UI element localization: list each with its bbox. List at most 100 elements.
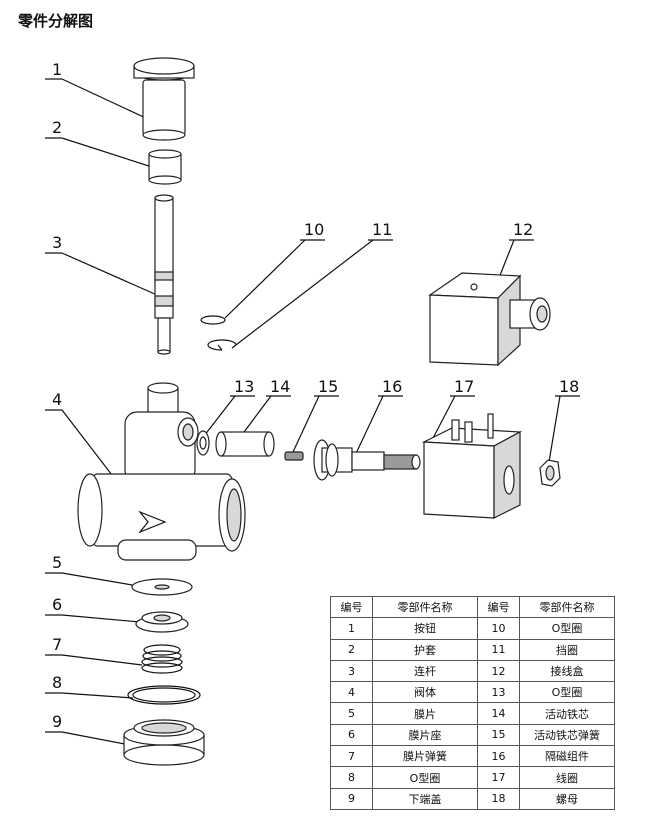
callout-2: 2 [45, 118, 156, 169]
callout-15: 15 [292, 377, 339, 453]
callout-1: 1 [45, 60, 151, 121]
callout-7: 7 [45, 635, 143, 666]
callout-10: 10 [224, 220, 325, 319]
table-cell: 7 [330, 745, 373, 768]
part-8-o-ring [127, 685, 201, 705]
part-12-junction-box [428, 272, 551, 367]
table-cell: 膜片 [372, 702, 478, 725]
part-10-o-ring [200, 315, 226, 325]
part-5-diaphragm [131, 578, 193, 596]
part-7-diaphragm-spring [141, 644, 183, 674]
callout-14: 14 [243, 377, 291, 433]
part-18-nut [539, 459, 561, 487]
part-13-o-ring [196, 430, 210, 456]
callout-label-12: 12 [513, 220, 533, 239]
table-row: 1 按钮 10 O型圈 [330, 617, 615, 640]
callout-label-1: 1 [52, 60, 62, 79]
table-cell: 3 [330, 659, 373, 683]
table-row: 2 护套 11 挡圈 [330, 638, 615, 661]
part-14-moving-core [215, 431, 275, 457]
part-1-button [133, 57, 195, 141]
callout-label-18: 18 [559, 377, 579, 396]
callout-label-11: 11 [372, 220, 392, 239]
part-9-bottom-cap [123, 719, 205, 766]
table-cell: 下端盖 [372, 787, 478, 810]
table-row: 7 膜片弹簧 16 隔磁组件 [330, 745, 615, 768]
callout-label-2: 2 [52, 118, 62, 137]
table-cell: O型圈 [519, 617, 615, 640]
table-cell: 6 [330, 723, 373, 747]
callout-label-5: 5 [52, 553, 62, 572]
table-cell: 17 [477, 766, 520, 789]
callout-13: 13 [203, 377, 255, 437]
part-3-rod [154, 194, 174, 355]
part-15-core-spring [284, 451, 304, 461]
table-cell: 11 [477, 638, 520, 661]
table-cell: 膜片座 [372, 723, 478, 747]
table-cell: 10 [477, 617, 520, 640]
table-header: 编号 [477, 595, 520, 619]
table-cell: 2 [330, 638, 373, 661]
table-header: 零部件名称 [372, 595, 478, 619]
callout-label-13: 13 [234, 377, 254, 396]
parts-table: 编号 零部件名称 编号 零部件名称 1 按钮 10 O型圈 2 护套 11 挡圈… [330, 595, 615, 810]
table-row: 3 连杆 12 接线盒 [330, 659, 615, 683]
table-cell: 5 [330, 702, 373, 725]
callout-label-17: 17 [454, 377, 474, 396]
table-cell: 阀体 [372, 681, 478, 704]
table-row: 6 膜片座 15 活动铁芯弹簧 [330, 723, 615, 747]
callout-label-8: 8 [52, 673, 62, 692]
table-cell: 1 [330, 617, 373, 640]
page-title: 零件分解图 [18, 12, 94, 30]
table-header: 零部件名称 [519, 595, 615, 619]
table-cell: 9 [330, 787, 373, 810]
part-11-retaining-ring [207, 339, 237, 351]
part-4-valve-body [77, 382, 246, 561]
callout-16: 16 [351, 377, 403, 463]
table-cell: 接线盒 [519, 659, 615, 683]
callout-label-7: 7 [52, 635, 62, 654]
table-row: 9 下端盖 18 螺母 [330, 787, 615, 810]
callout-label-4: 4 [52, 390, 62, 409]
callout-17: 17 [431, 377, 475, 441]
callout-label-16: 16 [382, 377, 402, 396]
table-cell: 膜片弹簧 [372, 745, 478, 768]
table-cell: 15 [477, 723, 520, 747]
table-cell: O型圈 [519, 681, 615, 704]
part-6-diaphragm-seat [135, 611, 189, 633]
table-cell: 14 [477, 702, 520, 725]
table-row: 4 阀体 13 O型圈 [330, 681, 615, 704]
callout-label-10: 10 [304, 220, 324, 239]
table-cell: 护套 [372, 638, 478, 661]
callout-label-14: 14 [270, 377, 290, 396]
table-cell: 4 [330, 681, 373, 704]
callout-11: 11 [231, 220, 393, 349]
table-cell: 活动铁芯弹簧 [519, 723, 615, 747]
table-cell: 12 [477, 659, 520, 683]
callout-8: 8 [45, 673, 134, 699]
table-cell: O型圈 [372, 766, 478, 789]
table-cell: 连杆 [372, 659, 478, 683]
callout-label-15: 15 [318, 377, 338, 396]
table-row: 8 O型圈 17 线圈 [330, 766, 615, 789]
callout-6: 6 [45, 595, 141, 623]
table-header: 编号 [330, 595, 373, 619]
table-cell: 活动铁芯 [519, 702, 615, 725]
table-cell: 8 [330, 766, 373, 789]
callout-3: 3 [45, 233, 158, 296]
callout-label-6: 6 [52, 595, 62, 614]
part-16-isolation-assembly [313, 439, 421, 481]
table-cell: 按钮 [372, 617, 478, 640]
table-cell: 13 [477, 681, 520, 704]
callout-label-9: 9 [52, 712, 62, 731]
table-header-row: 编号 零部件名称 编号 零部件名称 [330, 595, 615, 619]
table-cell: 16 [477, 745, 520, 768]
table-cell: 螺母 [519, 787, 615, 810]
table-cell: 隔磁组件 [519, 745, 615, 768]
table-cell: 18 [477, 787, 520, 810]
callout-9: 9 [45, 712, 131, 746]
callout-label-3: 3 [52, 233, 62, 252]
callout-18: 18 [548, 377, 580, 463]
table-cell: 线圈 [519, 766, 615, 789]
